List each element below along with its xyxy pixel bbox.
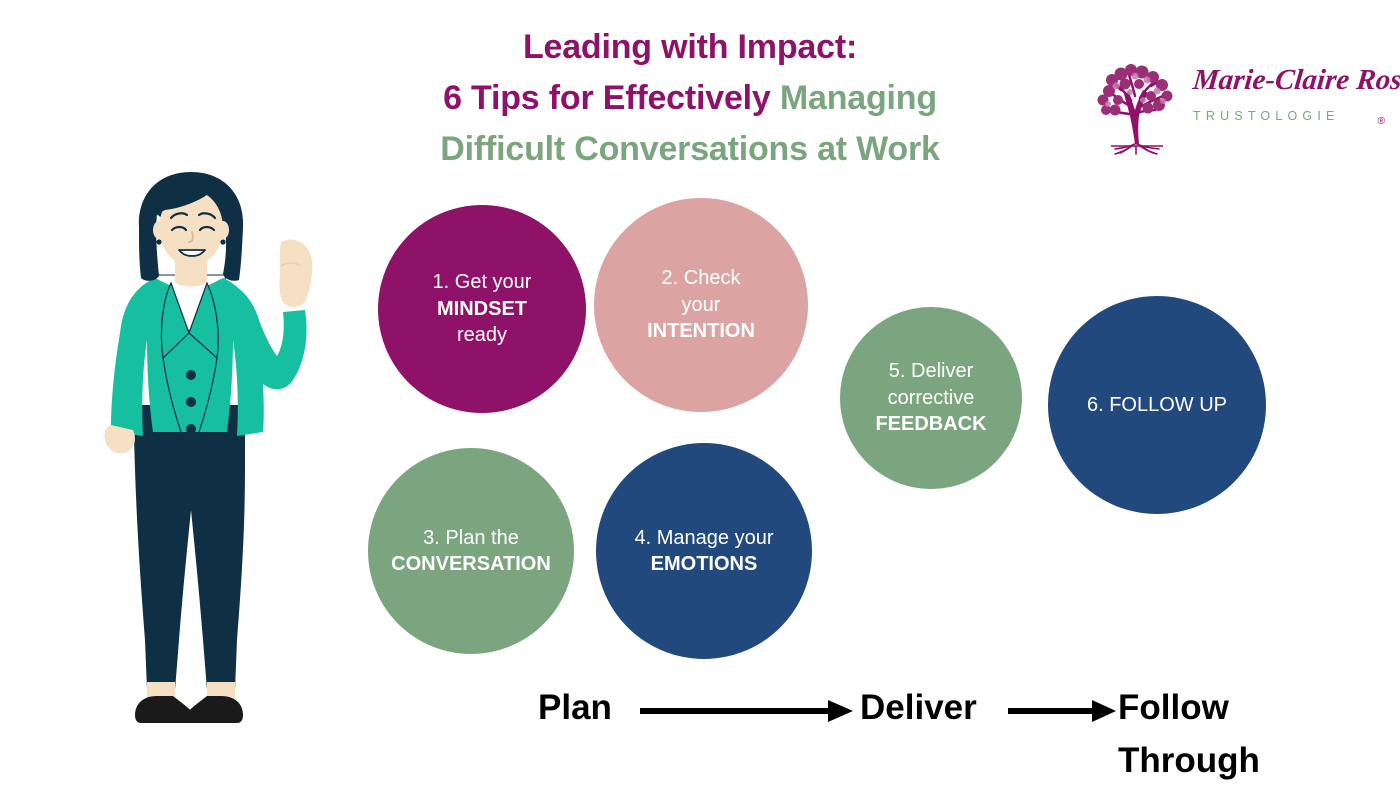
button-2 — [186, 397, 196, 407]
flow-stage-follow-through-line1: Follow — [1118, 688, 1229, 727]
woman-illustration — [104, 172, 313, 723]
flow-stage-deliver: Deliver — [860, 688, 977, 727]
face — [159, 190, 223, 266]
step-2-line2: your — [681, 293, 721, 316]
step-1-line3: ready — [456, 324, 508, 347]
raised-fist — [279, 239, 313, 307]
left-ear — [153, 221, 165, 239]
tree-icon — [1097, 64, 1173, 155]
right-ear — [217, 221, 229, 239]
step-6-keyword: FOLLOW UP — [1109, 393, 1228, 416]
mouth — [178, 249, 206, 257]
step-2-intention-circle[interactable]: 2. Check your INTENTION — [594, 198, 808, 412]
step-2-line1: Check — [683, 267, 741, 290]
right-shoe — [182, 696, 243, 723]
left-eye — [170, 225, 188, 232]
step-4-keyword: EMOTIONS — [650, 553, 758, 575]
arrow-deliver-to-follow-through — [1008, 700, 1116, 722]
logo-tagline: TRUSTOLOGIE — [1193, 109, 1340, 123]
step-5-feedback-circle[interactable]: 5. Deliver corrective FEEDBACK — [840, 307, 1022, 489]
step-4-line1: Manage your — [656, 526, 774, 549]
step-5-number: 5. — [888, 360, 906, 383]
right-ankle — [207, 682, 235, 700]
nose — [188, 231, 194, 243]
step-1-mindset-circle[interactable]: 1. Get your MINDSET ready — [378, 205, 586, 413]
left-shoe — [135, 696, 198, 723]
step-2-text: 2. Check your INTENTION — [600, 265, 802, 344]
blazer — [114, 278, 264, 436]
page-title: Leading with Impact: 6 Tips for Effectiv… — [380, 22, 1000, 175]
step-3-number: 3. — [423, 526, 440, 549]
step-3-keyword: CONVERSATION — [391, 553, 551, 575]
logo-wordmark: Marie-Claire Ross TRUSTOLOGIE ® — [1191, 64, 1400, 127]
left-eyebrow — [169, 212, 189, 220]
left-hand — [104, 425, 135, 454]
step-5-keyword: FEEDBACK — [875, 413, 987, 436]
knuckle-line — [280, 262, 302, 267]
step-6-text: 6. FOLLOW UP — [1054, 392, 1260, 418]
title-line-2: 6 Tips for Effectively Managing — [380, 73, 1000, 124]
process-flow: Plan Deliver Follow Through — [530, 672, 1290, 782]
logo-name: Marie-Claire Ross — [1191, 64, 1400, 96]
arrow-plan-to-deliver — [640, 700, 853, 722]
step-1-line1: Get your — [454, 271, 532, 294]
flow-stage-follow-through: Follow Through — [1118, 682, 1260, 787]
right-earring — [220, 239, 226, 245]
step-6-follow-up-circle[interactable]: 6. FOLLOW UP — [1048, 296, 1266, 514]
button-3 — [186, 424, 196, 434]
step-5-text: 5. Deliver corrective FEEDBACK — [846, 358, 1016, 437]
right-eye — [198, 225, 216, 232]
blazer-seam-left — [162, 357, 182, 433]
title-line-1: Leading with Impact: — [522, 28, 858, 66]
step-2-number: 2. — [661, 267, 679, 290]
step-1-number: 1. — [432, 271, 450, 294]
step-3-line1: Plan the — [445, 526, 519, 549]
step-4-emotions-circle[interactable]: 4. Manage your EMOTIONS — [596, 443, 812, 659]
step-2-keyword: INTENTION — [647, 320, 755, 343]
registered-trademark-icon: ® — [1377, 116, 1385, 127]
flow-stage-plan: Plan — [538, 688, 612, 727]
step-4-number: 4. — [634, 526, 652, 549]
right-lapel — [188, 281, 219, 360]
button-1 — [186, 370, 196, 380]
left-earring — [156, 239, 162, 245]
step-5-line1: Deliver — [911, 360, 974, 383]
title-line-2-purple: 6 Tips for Effectively — [443, 79, 780, 117]
step-3-text: 3. Plan the CONVERSATION — [374, 525, 568, 578]
brand-logo[interactable]: Marie-Claire Ross TRUSTOLOGIE ® — [1085, 58, 1400, 163]
left-sleeve — [111, 328, 147, 432]
left-lapel — [160, 281, 190, 360]
left-ankle — [147, 682, 175, 700]
right-sleeve — [223, 280, 307, 390]
step-4-text: 4. Manage your EMOTIONS — [602, 525, 806, 578]
step-1-text: 1. Get your MINDSET ready — [384, 269, 580, 348]
pants — [133, 405, 245, 690]
flow-stage-follow-through-line2: Through — [1118, 740, 1260, 780]
fringe — [157, 174, 237, 218]
step-3-conversation-circle[interactable]: 3. Plan the CONVERSATION — [368, 448, 574, 654]
step-6-number: 6. — [1086, 393, 1104, 416]
title-line-3: Difficult Conversations at Work — [440, 130, 940, 168]
right-eyebrow — [197, 212, 217, 220]
step-5-line2: corrective — [887, 386, 975, 409]
step-1-keyword: MINDSET — [437, 297, 527, 320]
title-line-2-green: Managing — [779, 79, 937, 117]
blazer-seam-right — [198, 357, 218, 433]
